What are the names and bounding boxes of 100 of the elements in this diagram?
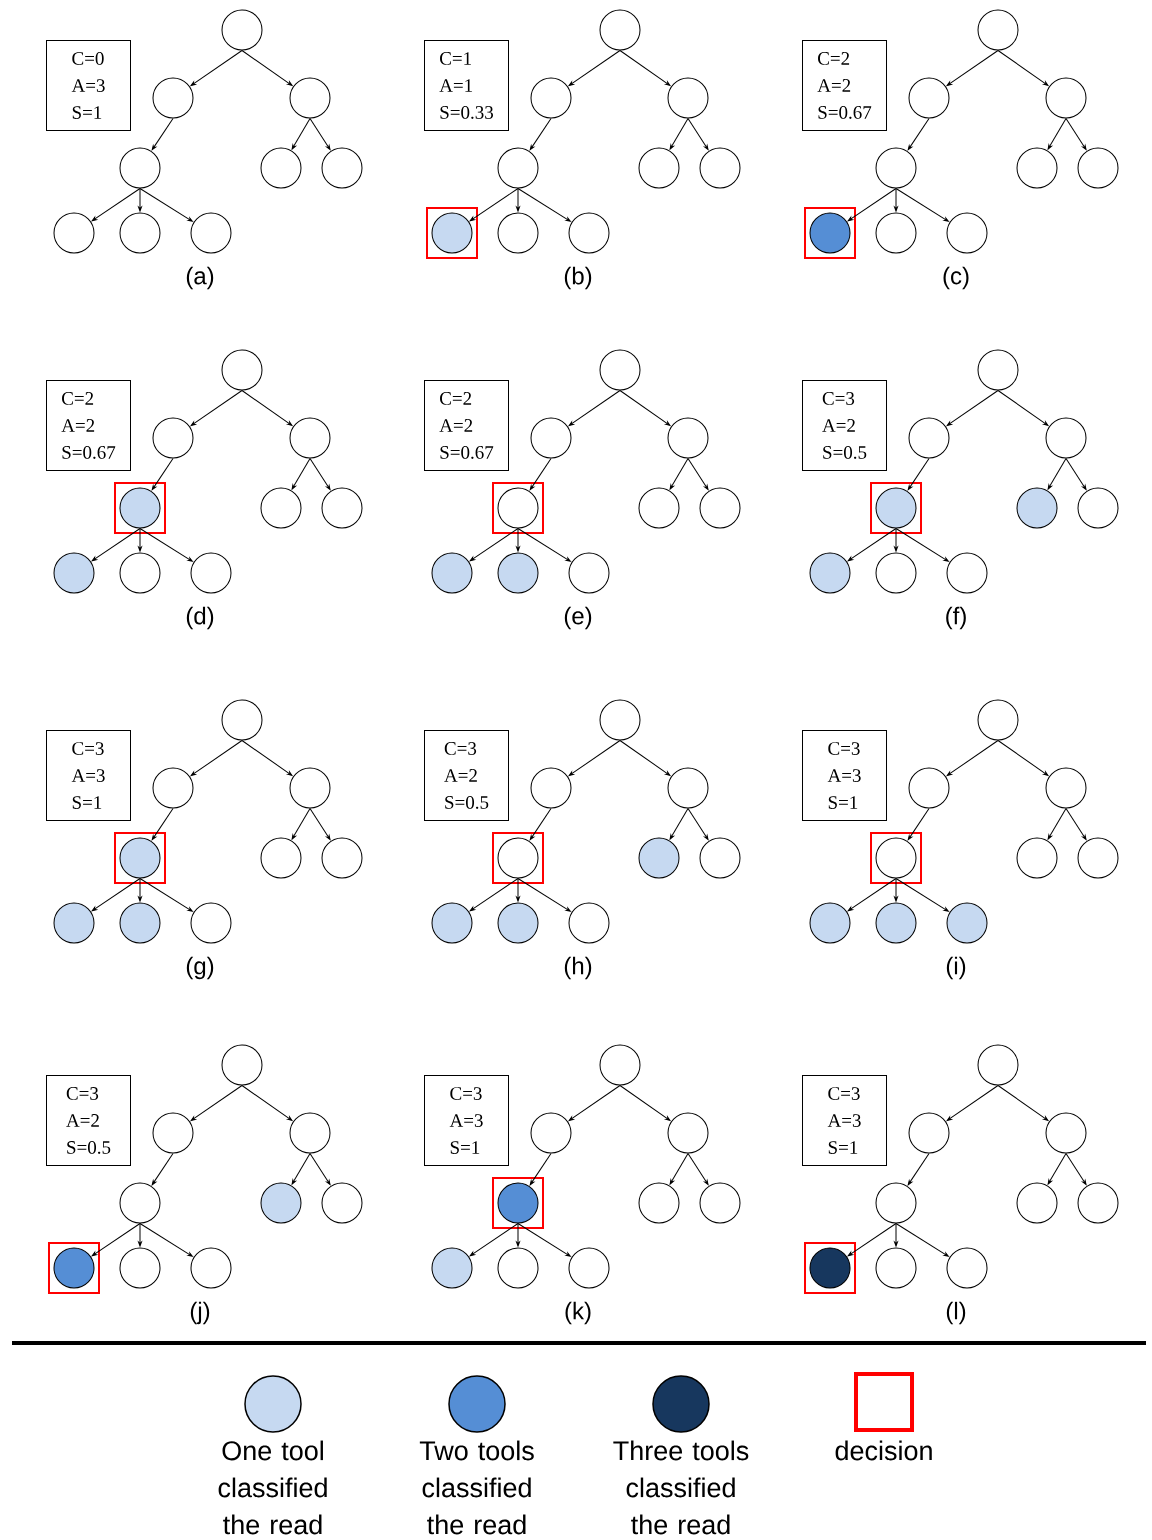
arrow [619, 390, 671, 426]
arrow [847, 1223, 897, 1257]
arrow [687, 118, 709, 151]
tree-node-circle [497, 212, 539, 254]
tree-node-circle [809, 552, 851, 594]
tree-node-circle [289, 767, 331, 809]
tree-node-circle [152, 1112, 194, 1154]
panel-label: (g) [186, 956, 214, 980]
tree-node-circle [667, 767, 709, 809]
arrow [619, 1085, 671, 1121]
arrow [687, 458, 709, 491]
arrow [669, 808, 689, 840]
panel-label: (c) [943, 266, 969, 290]
tree-node-circle [497, 147, 539, 189]
arrow [91, 188, 141, 222]
arrow [241, 1085, 293, 1121]
panel-label: (a) [186, 266, 214, 290]
tree-node-circle [1045, 77, 1087, 119]
tree-node-circle [260, 837, 302, 879]
tree-node-circle [875, 1182, 917, 1224]
arrow [517, 528, 571, 562]
tree-node-circle [568, 212, 610, 254]
arrow [139, 878, 193, 912]
tree-node-circle [638, 487, 680, 529]
tree-node-circle [638, 147, 680, 189]
arrow [895, 188, 949, 222]
arrow [687, 1153, 709, 1186]
tree-node-circle [1077, 487, 1119, 529]
tree-node-circle [977, 1044, 1019, 1086]
arrow [517, 1223, 571, 1257]
arrow [517, 878, 571, 912]
arrow [291, 458, 311, 490]
arrow [894, 188, 898, 212]
arrow [151, 118, 174, 151]
panel-label: (k) [565, 1301, 591, 1325]
panel-label: (b) [564, 266, 592, 290]
arrow [847, 528, 897, 562]
tree-node-circle [599, 349, 641, 391]
tree-node-circle [667, 77, 709, 119]
tree-node-circle [53, 902, 95, 944]
tree-node-circle [638, 1182, 680, 1224]
arrow [469, 188, 519, 222]
score-box: C=3 A=3 S=1 [424, 1075, 509, 1166]
arrow [1065, 1153, 1087, 1186]
tree-node-circle [977, 9, 1019, 51]
tree-node-circle [946, 552, 988, 594]
score-box: C=3 A=3 S=1 [46, 730, 131, 821]
score-box: C=3 A=2 S=0.5 [424, 730, 509, 821]
tree-node-circle [190, 902, 232, 944]
tree-node-circle [568, 1247, 610, 1289]
tree-node-circle [497, 902, 539, 944]
arrow [516, 1223, 520, 1247]
tree-node-circle [321, 147, 363, 189]
arrow [669, 458, 689, 490]
arrow [997, 390, 1049, 426]
tree-node-circle [908, 77, 950, 119]
arrow [291, 118, 311, 150]
tree-node-circle [875, 552, 917, 594]
tree-node-circle [53, 552, 95, 594]
arrow [138, 878, 142, 902]
arrow [139, 1223, 193, 1257]
tree-node-circle [190, 552, 232, 594]
arrow [847, 188, 897, 222]
arrow [1047, 808, 1067, 840]
tree-node-circle [119, 212, 161, 254]
arrow [907, 458, 930, 491]
arrow [895, 528, 949, 562]
arrow [516, 528, 520, 552]
tree-node-circle [908, 417, 950, 459]
arrow [190, 390, 243, 427]
score-box: C=2 A=2 S=0.67 [424, 380, 509, 471]
tree-node-circle [1016, 147, 1058, 189]
score-box: C=3 A=2 S=0.5 [802, 380, 887, 471]
arrow [1065, 808, 1087, 841]
arrow [190, 740, 243, 777]
tree-node-circle [431, 552, 473, 594]
tree-node-circle [875, 147, 917, 189]
tree-node-circle [289, 1112, 331, 1154]
score-box: C=3 A=2 S=0.5 [46, 1075, 131, 1166]
arrow [151, 458, 174, 491]
tree-node-circle [530, 767, 572, 809]
tree-node-circle [1045, 417, 1087, 459]
arrow [997, 740, 1049, 776]
tree-node-circle [908, 1112, 950, 1154]
arrow [946, 390, 999, 427]
tree-node-circle [431, 1247, 473, 1289]
tree-node-circle [667, 417, 709, 459]
score-box: C=3 A=3 S=1 [802, 730, 887, 821]
score-box: C=2 A=2 S=0.67 [46, 380, 131, 471]
tree-node-circle [321, 487, 363, 529]
tree-node-circle [152, 417, 194, 459]
tree-node-circle [530, 417, 572, 459]
tree-node-circle [530, 77, 572, 119]
arrow [1065, 458, 1087, 491]
arrow [241, 740, 293, 776]
arrow [1047, 1153, 1067, 1185]
tree-node-circle [875, 902, 917, 944]
tree-node-circle [599, 9, 641, 51]
arrow [907, 1153, 930, 1186]
tree-node-circle [190, 1247, 232, 1289]
